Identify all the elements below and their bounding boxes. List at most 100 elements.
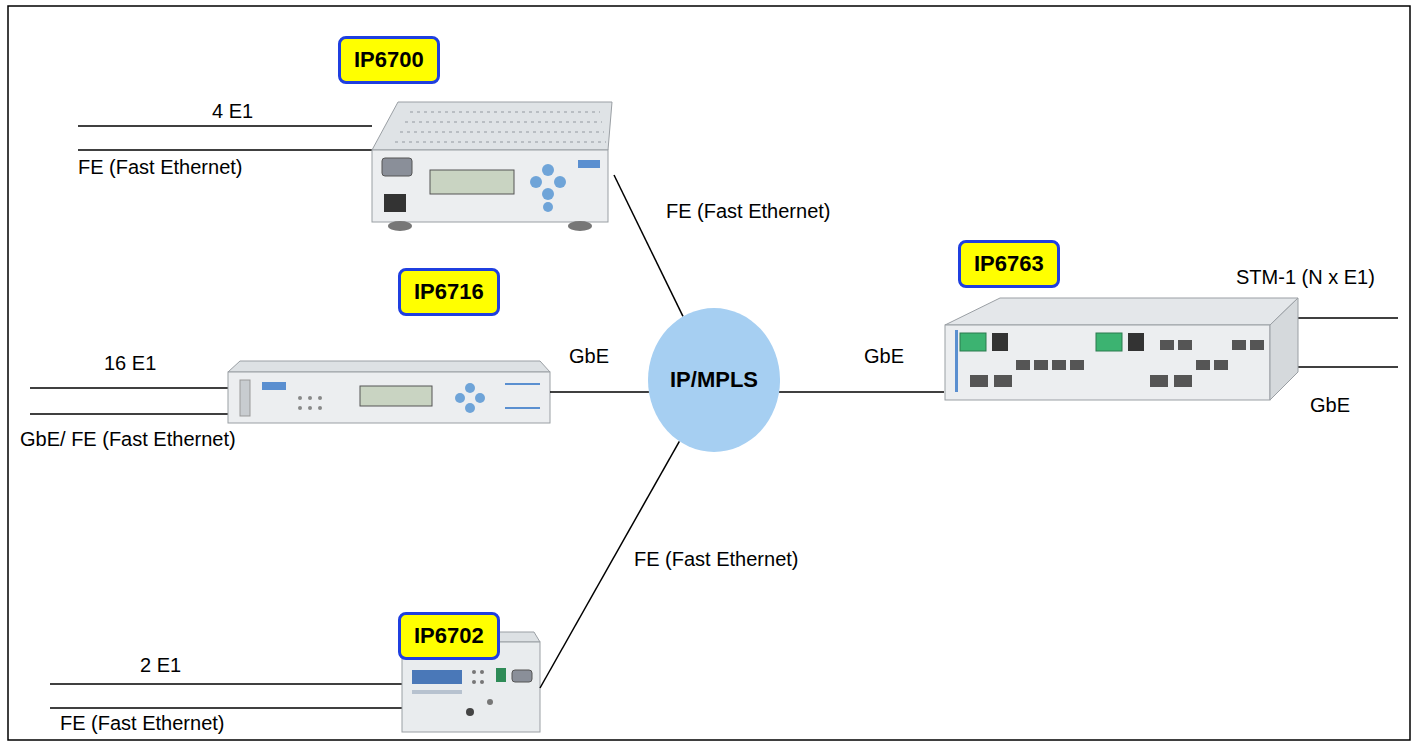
- port-label: GbE/ FE (Fast Ethernet): [20, 428, 236, 451]
- port-label: 16 E1: [104, 352, 156, 375]
- sfp-port: [1250, 340, 1264, 350]
- panel-stripe: [505, 407, 540, 409]
- serial-port: [512, 670, 532, 682]
- sfp-port: [1070, 360, 1084, 370]
- rj45-port: [1174, 375, 1192, 387]
- sfp-port: [1178, 340, 1192, 350]
- vents: [395, 112, 606, 142]
- device-front: [945, 325, 1270, 400]
- led: [472, 670, 476, 674]
- port-label: GbE: [1310, 394, 1350, 417]
- device-illustration: [945, 298, 1298, 400]
- link-label: FE (Fast Ethernet): [664, 200, 833, 223]
- device-front: [372, 150, 608, 222]
- led: [308, 406, 312, 410]
- led: [318, 396, 322, 400]
- button: [475, 393, 485, 403]
- rj45-port: [970, 375, 988, 387]
- ethernet-wire: [30, 413, 228, 415]
- device-top: [945, 298, 1298, 325]
- device-label: IP6702: [398, 612, 500, 660]
- button: [543, 202, 553, 212]
- button: [455, 393, 465, 403]
- device-label: IP6716: [398, 268, 500, 316]
- device-node: IP6716: [228, 361, 550, 423]
- sfp-port: [1034, 360, 1048, 370]
- device-label: IP6700: [338, 36, 440, 84]
- ethernet-wire: [78, 149, 372, 151]
- link-label: GbE: [862, 345, 906, 368]
- leds: [298, 396, 322, 410]
- led: [298, 406, 302, 410]
- terminal-block: [496, 668, 506, 682]
- device-side: [1270, 298, 1298, 400]
- foot: [568, 221, 592, 231]
- sfp-port: [1214, 360, 1228, 370]
- led: [480, 680, 484, 684]
- led: [298, 396, 302, 400]
- vent-row: [410, 111, 600, 113]
- logo-badge: [412, 670, 462, 684]
- port-label: 4 E1: [212, 100, 253, 123]
- link-line: [614, 175, 683, 316]
- rj45-port: [1150, 375, 1168, 387]
- led: [318, 406, 322, 410]
- link-label: GbE: [567, 345, 611, 368]
- e1-panel: [240, 380, 250, 416]
- vent-row: [405, 121, 602, 123]
- lcd: [430, 170, 514, 194]
- ports: [970, 340, 1264, 387]
- button: [465, 383, 475, 393]
- rj45-port: [994, 375, 1012, 387]
- link-label: FE (Fast Ethernet): [632, 548, 801, 571]
- power-inlet: [1128, 333, 1144, 351]
- network-name: IP/MPLS: [670, 367, 758, 393]
- port-label: FE (Fast Ethernet): [78, 156, 243, 179]
- panel-stripe: [505, 383, 540, 385]
- vent-row: [400, 131, 604, 133]
- led: [472, 680, 476, 684]
- logo-badge: [262, 382, 286, 390]
- terminal-block: [960, 333, 986, 351]
- device-node: IP6700: [368, 98, 614, 238]
- e1-wire: [50, 683, 402, 685]
- lcd: [360, 386, 432, 406]
- sfp-port: [1232, 340, 1246, 350]
- button: [554, 176, 566, 188]
- sfp-port: [1016, 360, 1030, 370]
- device-label: IP6763: [958, 240, 1060, 288]
- device-front: [228, 372, 550, 423]
- network-cloud: IP/MPLS: [648, 308, 780, 452]
- wires: [30, 126, 1398, 708]
- logo-badge: [578, 160, 600, 168]
- e1-wire: [78, 125, 372, 127]
- logo-strip: [955, 330, 958, 392]
- device-illustration: [372, 102, 612, 231]
- device-illustration: [228, 361, 550, 423]
- rj45-port: [384, 194, 406, 212]
- terminal-block: [1096, 333, 1122, 351]
- ethernet-wire: [1290, 366, 1398, 368]
- vent-row: [395, 141, 606, 143]
- device-node: IP6702: [402, 632, 540, 732]
- device-node: IP6763: [944, 296, 1300, 442]
- link-line: [550, 391, 649, 393]
- led: [308, 396, 312, 400]
- frame: [8, 6, 1410, 740]
- led: [487, 699, 493, 705]
- e1-wire: [30, 387, 228, 389]
- serial-port: [382, 158, 412, 176]
- ethernet-wire: [50, 707, 402, 709]
- sfp-port: [1052, 360, 1066, 370]
- led: [480, 670, 484, 674]
- stm1-wire: [1298, 317, 1398, 319]
- port-label: 2 E1: [140, 654, 181, 677]
- button: [530, 176, 542, 188]
- sfp-port: [1196, 360, 1210, 370]
- power-inlet: [992, 333, 1008, 351]
- button: [465, 403, 475, 413]
- device-top: [228, 361, 550, 372]
- port-label: STM-1 (N x E1): [1236, 266, 1375, 289]
- device-top: [372, 102, 612, 150]
